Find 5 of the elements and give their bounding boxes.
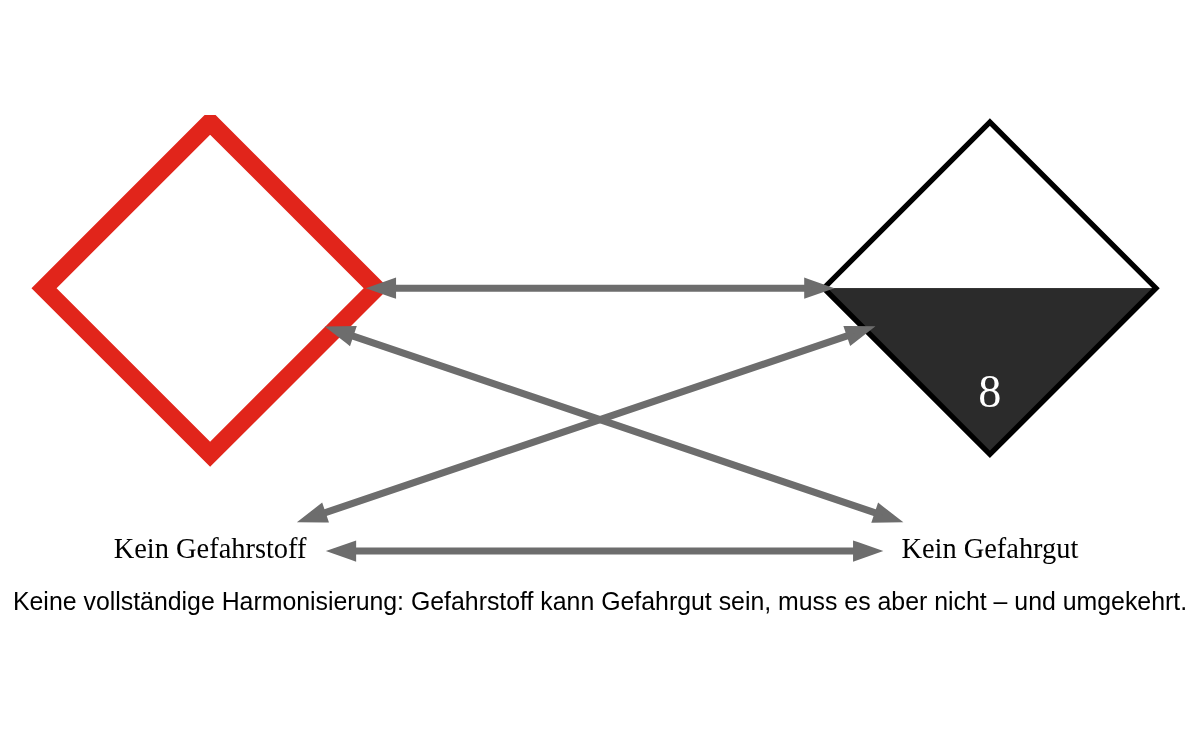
node-text: Kein Gefahrgut — [901, 532, 1079, 564]
caption: Keine vollständige Harmonisierung: Gefahrstoff kann Gefahrgut sein, muss es aber nicht – und umgekehrt. — [12, 587, 1188, 616]
arrow — [365, 277, 835, 299]
arrow — [325, 540, 884, 562]
node-text: Kein Gefahrstoff — [113, 532, 307, 564]
